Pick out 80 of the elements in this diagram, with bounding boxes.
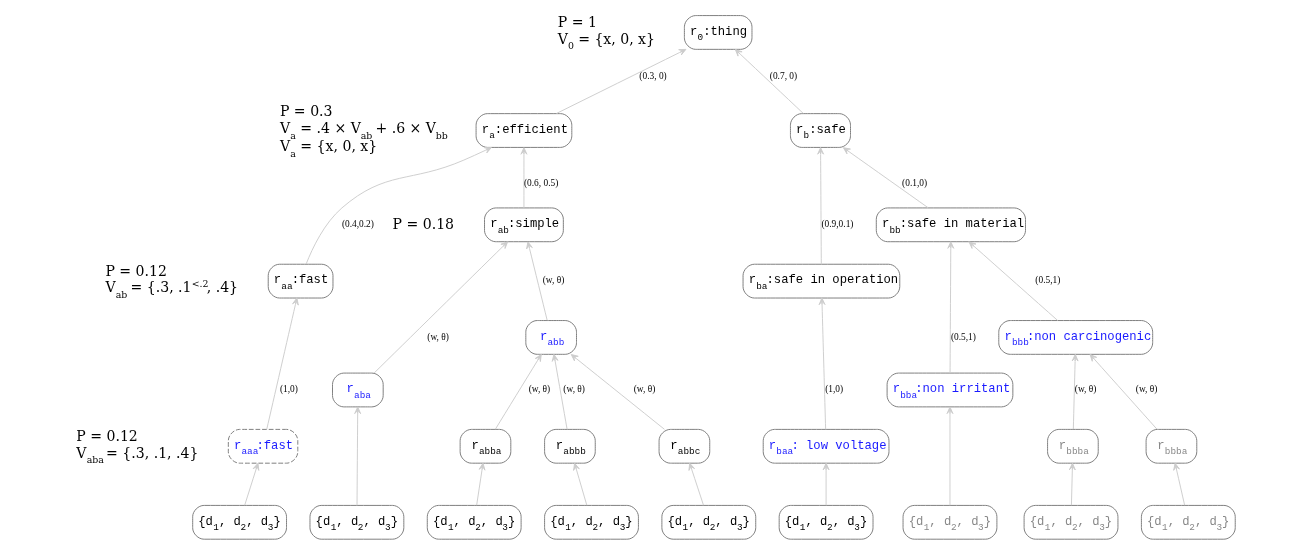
edge-label: (w, θ) (528, 384, 550, 395)
arrow (243, 462, 259, 506)
arrow (1089, 353, 1157, 430)
arrow (353, 406, 361, 506)
edge-label: (w, θ) (562, 384, 585, 395)
node-box: r$_{bbb}$:non carcinogenic (997, 320, 1153, 355)
node-box: {d$_{1}$, d$_{2}$, d$_{3}$} (778, 504, 873, 540)
arrow (551, 353, 568, 430)
arrow (475, 462, 485, 506)
node-label: V$_{ab}$ = {.3, .1$^{<.2}$, .4} (104, 277, 238, 300)
edge-label: (0.7, 0) (769, 71, 797, 82)
node-box: r$_{b}$:safe (789, 113, 851, 148)
node-box: {d$_{1}$, d$_{2}$, d$_{3}$} (426, 504, 522, 540)
node-box: r$_{aba}$ (331, 372, 384, 408)
arrow (525, 241, 548, 321)
arrow (818, 297, 826, 430)
edge-label: (0.3, 0) (638, 71, 667, 82)
edge-label: (0.1,0) (901, 178, 927, 189)
edge-label: (0.9,0.1) (820, 219, 853, 230)
node-box: r$_{aaa}$:fast (227, 428, 298, 464)
arrow (946, 241, 954, 374)
node-box: r$_{abbb}$ (543, 428, 596, 464)
node-box: {d$_{1}$, d$_{2}$, d$_{3}$} (191, 504, 287, 540)
node-box: r$_{abb}$ (524, 320, 577, 355)
arrow (570, 354, 665, 430)
node-box: r$_{bbba}$ (1046, 428, 1099, 464)
arrow (1068, 462, 1076, 506)
node-box: r$_{0}$:thing (683, 15, 752, 50)
edge-label: (w, θ) (633, 384, 655, 395)
node-box: r$_{aa}$:fast (267, 263, 333, 299)
node-box: {d$_{1}$, d$_{2}$, d$_{3}$} (543, 504, 639, 540)
edge-label: (0.5,1) (950, 331, 976, 342)
arrow (520, 147, 527, 209)
arrow (687, 462, 704, 506)
edge-label: (0.4,0.2) (341, 219, 374, 230)
arrow (265, 297, 299, 430)
arrow (494, 353, 542, 430)
node-box: {d$_{1}$, d$_{2}$, d$_{3}$} (1140, 504, 1236, 540)
edge-label: (w, θ) (1135, 384, 1157, 395)
arrow (373, 241, 508, 374)
arrow (572, 462, 587, 506)
node-label: V$_{aba}$ = {.3, .1, .4} (75, 444, 198, 466)
arrow (968, 241, 1058, 321)
node-box: {d$_{1}$, d$_{2}$, d$_{3}$} (902, 504, 997, 540)
edge-label: (w, θ) (426, 331, 449, 342)
node-label: P = 1 (557, 13, 597, 30)
node-box: r$_{abba}$ (459, 428, 511, 464)
node-box: {d$_{1}$, d$_{2}$, d$_{3}$} (1023, 504, 1118, 540)
arrow (946, 406, 953, 506)
node-label: P = 0.18 (392, 215, 454, 232)
node-label: P = 0.12 (104, 262, 167, 279)
node-box: r$_{a}$:efficient (475, 113, 572, 148)
node-box: r$_{bb}$:safe in material (875, 207, 1026, 243)
arrow (1071, 353, 1079, 430)
arrow (305, 147, 492, 265)
node-box: r$_{bba}$:non irritant (886, 372, 1013, 408)
arrow (1172, 462, 1185, 506)
node-box: r$_{ab}$:simple (483, 207, 564, 243)
arrow (822, 462, 830, 506)
arrow (842, 147, 929, 209)
node-label: P = 0.12 (75, 427, 138, 444)
node-label: V$_{0}$ = {x, 0, x} (557, 30, 655, 52)
edge-label: (0.5,1) (1034, 275, 1060, 286)
node-box: {d$_{1}$, d$_{2}$, d$_{3}$} (309, 504, 404, 540)
node-box: {d$_{1}$, d$_{2}$, d$_{3}$} (660, 504, 756, 540)
edge-label: (w, θ) (1074, 384, 1096, 395)
edge-label: (1,0) (279, 384, 298, 395)
node-box: r$_{ba}$:safe in operation (742, 263, 900, 299)
node-box: r$_{bbba}$ (1145, 428, 1197, 464)
edge-label: (1,0) (824, 384, 843, 395)
node-label: P = 0.3 (279, 103, 333, 120)
node-label: V$_{a}$ = {x, 0, x} (279, 138, 377, 159)
edge-label: (w, θ) (542, 275, 564, 286)
arrow (816, 147, 824, 265)
node-box: r$_{abbc}$ (658, 428, 710, 464)
arrow (734, 49, 804, 114)
arrow (555, 48, 686, 114)
node-label: V$_{a}$ = .4 × V$_{ab}$ + .6 × V$_{bb}$ (279, 120, 448, 141)
edge-label: (0.6, 0.5) (523, 178, 558, 189)
node-box: r$_{baa}$: low voltage (762, 428, 889, 464)
